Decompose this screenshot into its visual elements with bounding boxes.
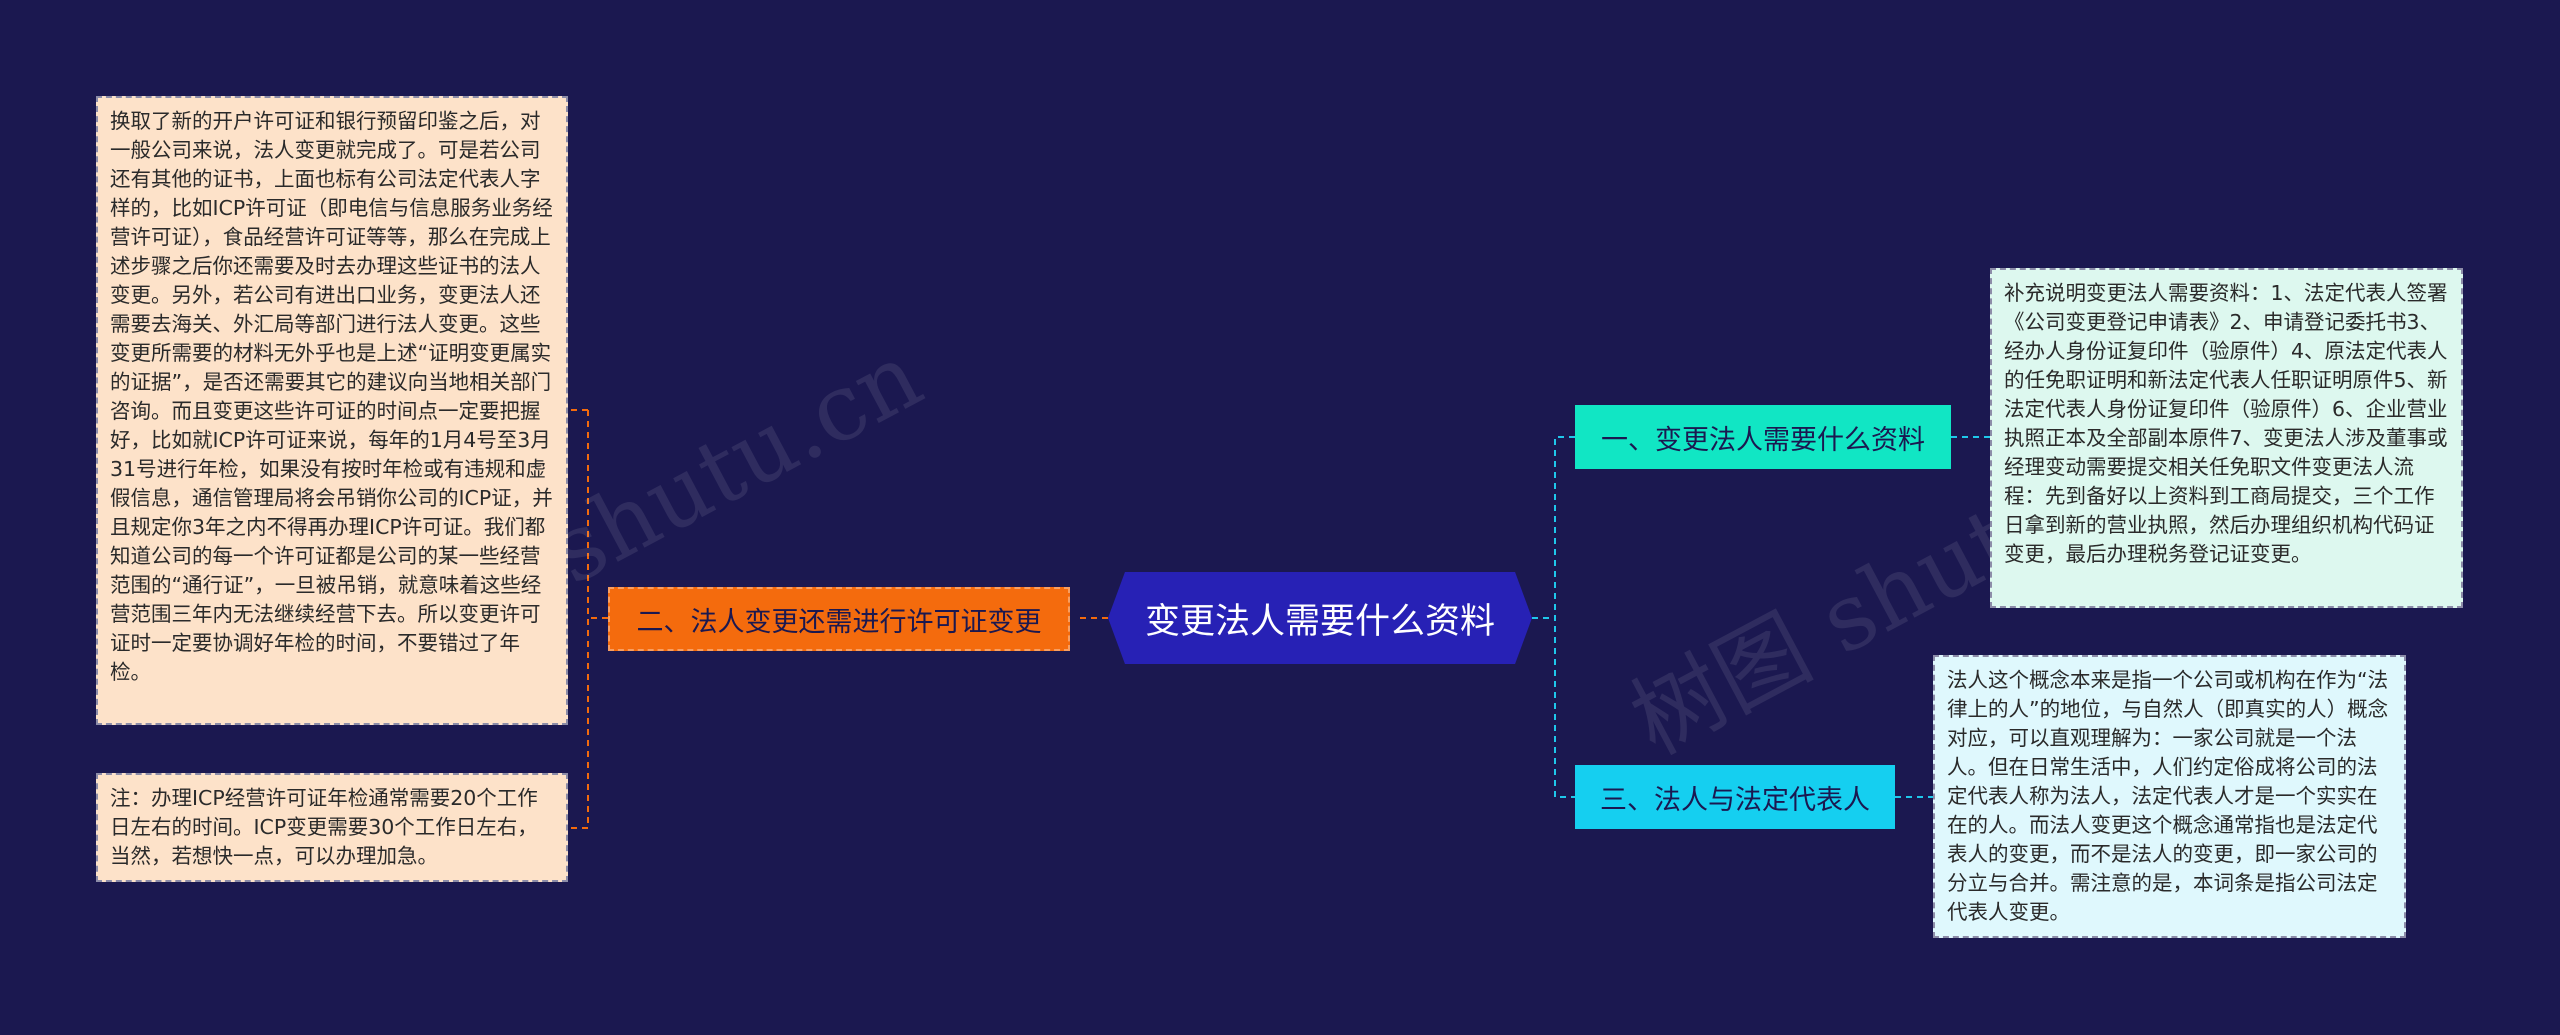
leaf-text-required-materials-detail: 补充说明变更法人需要资料：1、法定代表人签署《公司变更登记申请表》2、申请登记委… (2004, 281, 2448, 566)
central-topic-node[interactable]: 变更法人需要什么资料 (1108, 572, 1532, 664)
branch-label-license-change: 二、法人变更还需进行许可证变更 (636, 606, 1042, 638)
leaf-node-icp-note[interactable]: 注：办理ICP经营许可证年检通常需要20个工作日左右的时间。ICP变更需要30个… (96, 773, 568, 882)
leaf-node-legal-person-detail[interactable]: 法人这个概念本来是指一个公司或机构在作为“法律上的人”的地位，与自然人（即真实的… (1933, 655, 2406, 938)
leaf-text-icp-note: 注：办理ICP经营许可证年检通常需要20个工作日左右的时间。ICP变更需要30个… (110, 786, 538, 868)
branch-label-legal-person-vs-representative: 三、法人与法定代表人 (1600, 784, 1870, 816)
connector-right-bracket (1554, 436, 1575, 798)
leaf-node-license-change-detail[interactable]: 换取了新的开户许可证和银行预留印鉴之后，对一般公司来说，法人变更就完成了。可是若… (96, 96, 568, 725)
branch-label-required-materials: 一、变更法人需要什么资料 (1601, 424, 1925, 456)
leaf-node-required-materials-detail[interactable]: 补充说明变更法人需要资料：1、法定代表人签署《公司变更登记申请表》2、申请登记委… (1990, 268, 2463, 608)
central-topic-label: 变更法人需要什么资料 (1144, 601, 1495, 642)
leaf-text-legal-person-detail: 法人这个概念本来是指一个公司或机构在作为“法律上的人”的地位，与自然人（即真实的… (1947, 668, 2389, 924)
leaf-text-license-change-detail: 换取了新的开户许可证和银行预留印鉴之后，对一般公司来说，法人变更就完成了。可是若… (110, 109, 553, 684)
branch-node-license-change[interactable]: 二、法人变更还需进行许可证变更 (608, 587, 1070, 651)
branch-node-required-materials[interactable]: 一、变更法人需要什么资料 (1575, 405, 1951, 469)
branch-node-legal-person-vs-representative[interactable]: 三、法人与法定代表人 (1575, 765, 1895, 829)
